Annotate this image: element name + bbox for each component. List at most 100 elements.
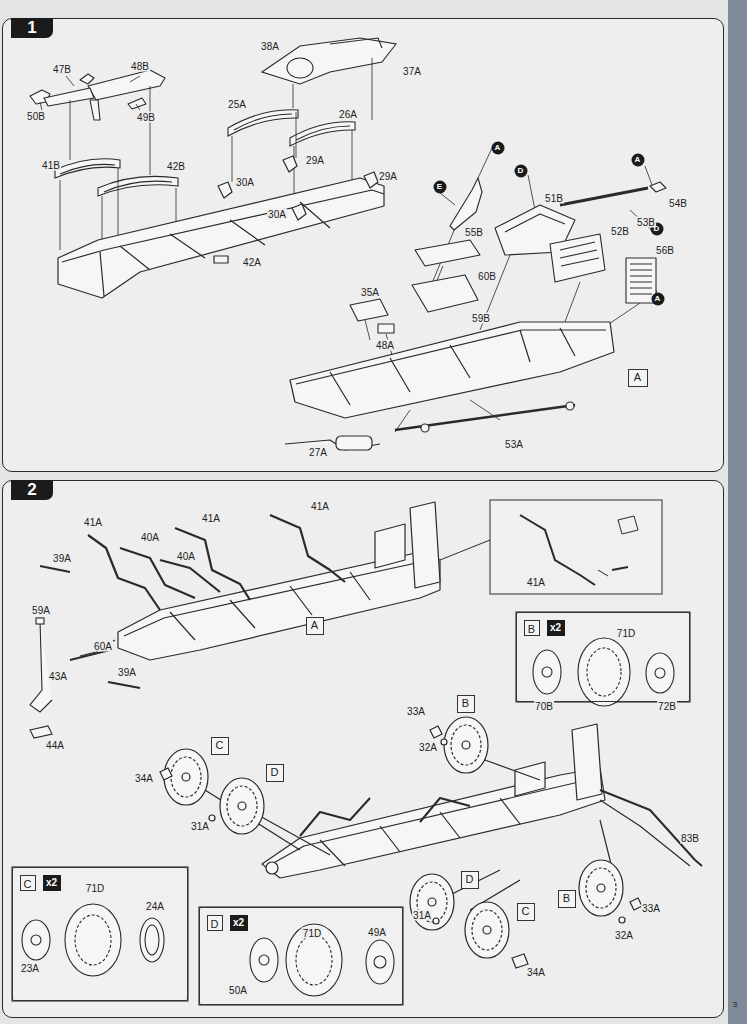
- subassembly-tag: A: [306, 617, 324, 635]
- part-number: 72B: [657, 701, 677, 712]
- wheels-shape: [428, 898, 436, 906]
- inset-letter: D: [207, 915, 223, 931]
- subassembly-inset: Bx2: [516, 612, 690, 702]
- wheels-shape: [451, 725, 481, 765]
- spring-hangers-shape: [80, 74, 94, 84]
- detail-inset-shape: [618, 516, 638, 534]
- detail-inset-shape: [598, 570, 608, 576]
- part-number: 30A: [235, 177, 255, 188]
- wheel-insets-shape: [22, 920, 50, 960]
- leaf-springs-shape: [234, 114, 292, 130]
- wheel-insets-shape: [65, 904, 121, 976]
- reference-circle: A: [631, 153, 645, 167]
- engine-parts-shape: [630, 264, 652, 294]
- chassis-frame-shape: [218, 156, 378, 220]
- rear-parts-shape: [36, 618, 44, 624]
- leader-lines-shape: [136, 104, 140, 110]
- paper-shape: [728, 0, 747, 1024]
- chassis-frame-shape: [600, 790, 702, 866]
- wheel-insets-shape: [199, 907, 403, 1005]
- wheels-shape: [227, 786, 257, 826]
- part-number: 41B: [41, 160, 61, 171]
- engine-parts-shape: [450, 178, 482, 230]
- engine-parts-shape: [412, 275, 478, 312]
- engine-parts-shape: [560, 242, 599, 266]
- leaf-springs-shape: [104, 181, 172, 192]
- leader-lines-shape: [130, 76, 140, 82]
- part-number: 40A: [140, 532, 160, 543]
- chassis-frame-shape: [330, 328, 575, 405]
- chassis-frame-shape: [262, 768, 605, 878]
- subassembly-letter: A: [634, 372, 641, 383]
- part-number: 44A: [45, 740, 65, 751]
- leader-lines-shape: [528, 175, 535, 210]
- leader-lines-shape: [294, 146, 295, 200]
- wheels-shape: [444, 717, 488, 773]
- wheel-insets-shape: [516, 612, 690, 702]
- circle-outline: [433, 180, 446, 193]
- wheels-shape: [579, 860, 623, 916]
- chassis-frame-shape: [268, 778, 596, 866]
- wheel-insets-shape: [533, 650, 561, 694]
- wheel-insets-shape: [655, 668, 665, 678]
- engine-parts-shape: [350, 299, 388, 321]
- wheels-shape: [220, 778, 264, 834]
- engine-parts-shape: [378, 324, 394, 333]
- wheels-shape: [410, 874, 454, 930]
- wheels-shape: [472, 910, 502, 950]
- chassis-frame-shape: [600, 800, 690, 866]
- wheels-shape: [171, 757, 201, 797]
- subassembly-letter: D: [466, 874, 474, 885]
- leader-lines-shape: [296, 112, 297, 158]
- spring-hangers-shape: [44, 88, 94, 106]
- part-number: 23A: [20, 963, 40, 974]
- subassembly-letter: C: [216, 740, 224, 751]
- part-number: 41A: [201, 513, 221, 524]
- engine-parts-shape: [505, 214, 565, 232]
- step-panel: 1AEDADAA: [2, 18, 724, 472]
- reference-circle: A: [491, 141, 505, 155]
- chassis-frame-shape: [62, 190, 384, 262]
- chassis-frame-shape: [170, 572, 370, 640]
- inset-letter: B: [524, 620, 540, 636]
- chassis-frame: [80, 502, 440, 660]
- subassembly-letter: B: [462, 698, 469, 709]
- wheel-insets-shape: [542, 667, 552, 677]
- leader-lines: [40, 58, 658, 432]
- rear-parts: [30, 618, 110, 738]
- part-number: 59B: [471, 313, 491, 324]
- part-number: 31A: [412, 910, 432, 921]
- part-number: 29A: [305, 155, 325, 166]
- wheel-insets-shape: [587, 648, 621, 696]
- part-number: 49B: [136, 112, 156, 123]
- canopy-bows-shape: [270, 515, 345, 582]
- wheels-shape: [433, 918, 439, 924]
- part-number: 34A: [526, 967, 546, 978]
- subassembly-tag: C: [517, 903, 535, 921]
- canopy-bows-shape: [120, 548, 195, 598]
- part-number: 56B: [655, 245, 675, 256]
- leaf-springs: [55, 110, 355, 196]
- chassis-frame-shape: [300, 798, 470, 836]
- part-number: 43A: [48, 671, 68, 682]
- subassembly-tag: B: [457, 695, 475, 713]
- quantity-badge: x2: [43, 875, 61, 891]
- rear-parts-shape: [70, 650, 110, 660]
- part-number: 47B: [52, 64, 72, 75]
- leader-lines-shape: [150, 86, 151, 175]
- chassis-frame-shape: [296, 330, 606, 384]
- wheels-shape: [586, 868, 616, 908]
- wheel-insets-shape: [374, 956, 386, 968]
- chassis-frame-shape: [118, 552, 440, 660]
- reference-letter: A: [495, 144, 501, 152]
- canopy-bows-shape: [175, 528, 250, 600]
- part-number: 37A: [402, 66, 422, 77]
- leader-lines-shape: [66, 76, 74, 86]
- part-number: 48A: [375, 340, 395, 351]
- subassembly-letter: C: [522, 906, 530, 917]
- rear-axle-shape: [262, 38, 396, 84]
- reference-circle: E: [433, 180, 447, 194]
- subassembly-letter: D: [271, 767, 279, 778]
- part-number: 53B: [636, 217, 656, 228]
- part-number: 50A: [228, 985, 248, 996]
